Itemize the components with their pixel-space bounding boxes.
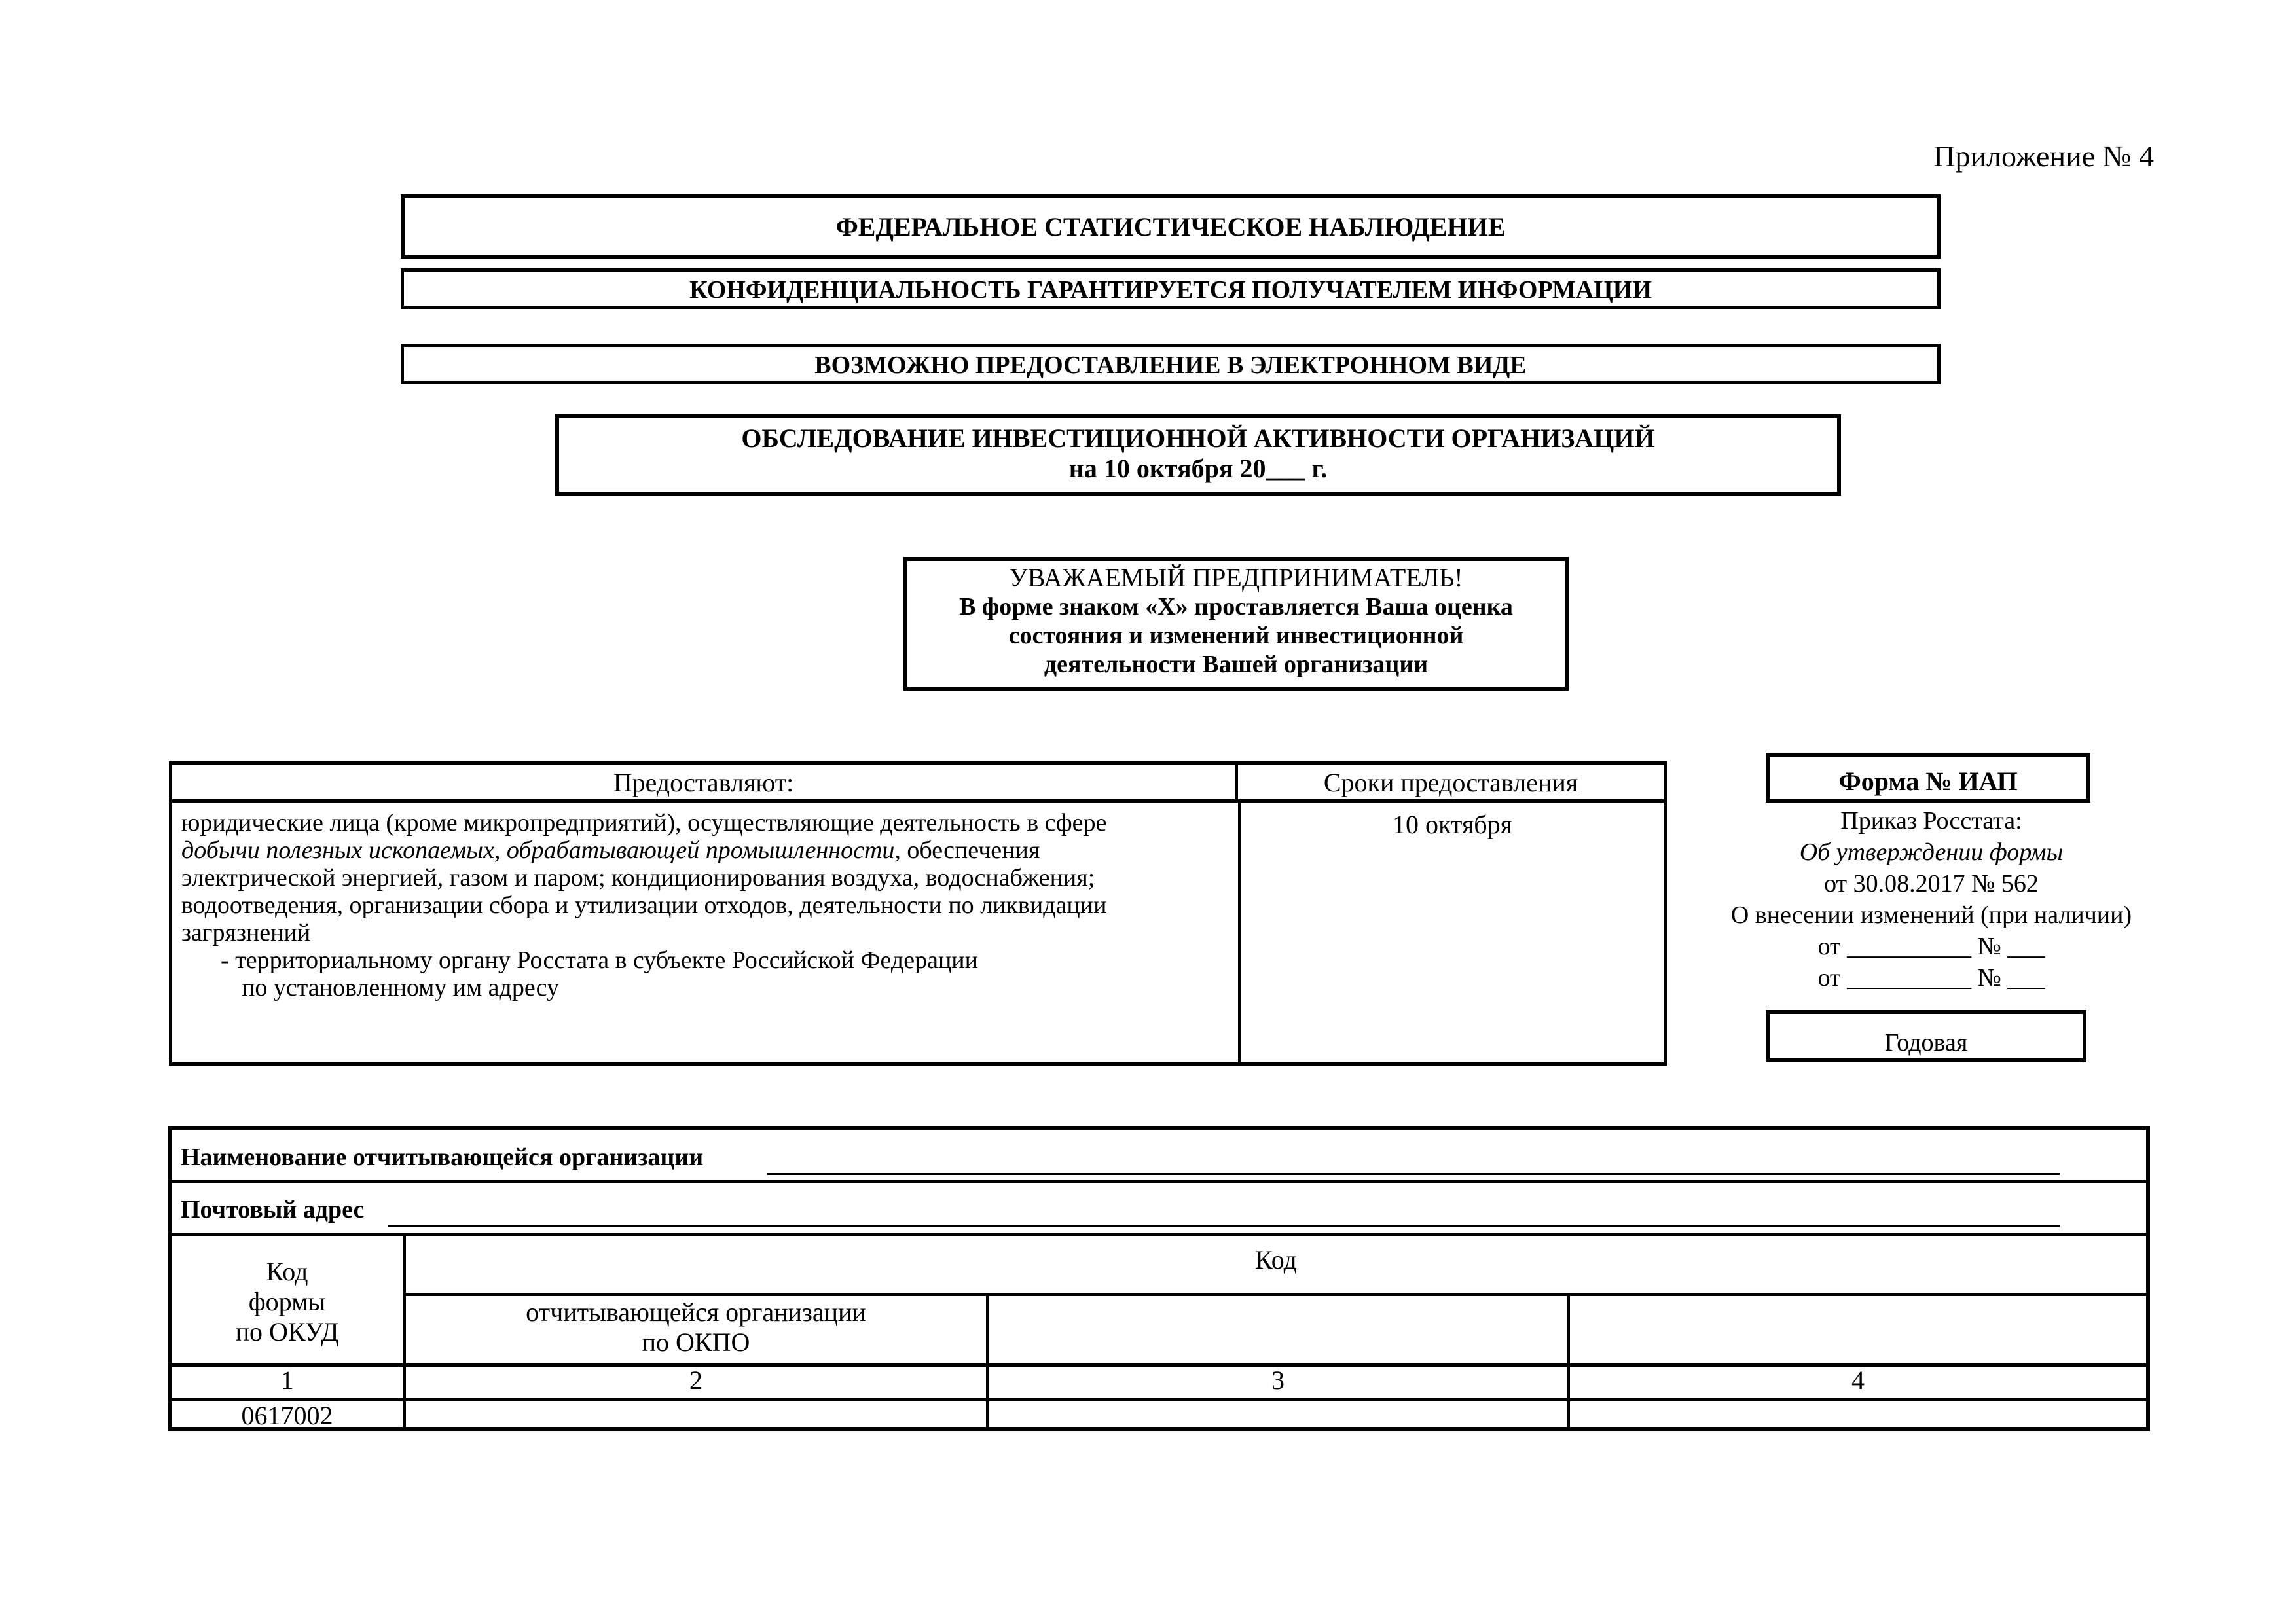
deadline-header: Сроки предоставления <box>1238 765 1664 803</box>
activity-italic: добычи полезных ископаемых, обрабатывающ… <box>181 837 901 864</box>
address-label: Почтовый адрес <box>181 1196 365 1223</box>
approval-label: Об утверждении формы <box>1799 839 2064 866</box>
row-divider <box>406 1293 2146 1296</box>
organization-table: Наименование отчитывающейся организации … <box>168 1126 2150 1431</box>
submitters-fragment: обеспечения <box>900 837 1040 864</box>
deadline-value: 10 октября <box>1392 810 1512 839</box>
submitters-header: Предоставляют: <box>172 765 1238 803</box>
okpo-header-line: отчитывающейся организации <box>526 1297 866 1327</box>
submitters-line: добычи полезных ископаемых, обрабатывающ… <box>181 837 1229 864</box>
okud-code-value: 0617002 <box>241 1401 333 1430</box>
appendix-number: Приложение № 4 <box>1933 139 2154 173</box>
code-field-4[interactable] <box>1570 1401 2146 1427</box>
col-divider <box>403 1233 406 1427</box>
column-number: 1 <box>280 1365 294 1395</box>
notice-title: УВАЖАЕМЫЙ ПРЕДПРИНИМАТЕЛЬ! <box>1009 563 1463 592</box>
recipient-line: - территориальному органу Росстата в суб… <box>221 947 978 974</box>
code-field-3[interactable] <box>989 1401 1567 1427</box>
submission-table: Предоставляют: Сроки предоставления юрид… <box>169 761 1667 1066</box>
col-divider <box>1567 1293 1570 1427</box>
row-divider <box>172 1398 2146 1401</box>
org-name-field[interactable] <box>767 1173 2060 1175</box>
okpo-code-field[interactable] <box>406 1401 986 1427</box>
changes-blank-field[interactable]: от __________ № ___ <box>1817 964 2045 992</box>
periodicity-box: Годовая <box>1766 1010 2086 1062</box>
column-number: 2 <box>689 1365 702 1395</box>
submitters-line: юридические лица (кроме микропредприятий… <box>181 809 1107 837</box>
row-divider <box>172 1233 2146 1236</box>
changes-label: О внесении изменений (при наличии) <box>1730 901 2132 929</box>
submitters-line: водоотведения, организации сбора и утили… <box>181 892 1107 919</box>
survey-title-box: ОБСЛЕДОВАНИЕ ИНВЕСТИЦИОННОЙ АКТИВНОСТИ О… <box>555 414 1841 496</box>
col-divider <box>986 1293 989 1427</box>
address-field[interactable] <box>388 1225 2060 1227</box>
order-label: Приказ Росстата: <box>1840 807 2022 835</box>
submitters-line: загрязнений <box>181 919 311 947</box>
okud-header-line: формы <box>248 1287 326 1316</box>
confidentiality-banner: КОНФИДЕНЦИАЛЬНОСТЬ ГАРАНТИРУЕТСЯ ПОЛУЧАТ… <box>401 268 1941 309</box>
electronic-submission-banner: ВОЗМОЖНО ПРЕДОСТАВЛЕНИЕ В ЭЛЕКТРОННОМ ВИ… <box>401 344 1941 384</box>
form-number-box: Форма № ИАП <box>1766 753 2090 803</box>
notice-line: деятельности Вашей организации <box>1044 651 1429 678</box>
okud-header: Код формы по ОКУД <box>172 1257 403 1347</box>
submitters-line: электрической энергией, газом и паром; к… <box>181 864 1095 892</box>
okpo-header-line: по ОКПО <box>642 1327 750 1357</box>
survey-title: ОБСЛЕДОВАНИЕ ИНВЕСТИЦИОННОЙ АКТИВНОСТИ О… <box>741 424 1655 453</box>
row-divider <box>172 1180 2146 1183</box>
okpo-header: отчитывающейся организации по ОКПО <box>406 1297 986 1358</box>
column-number: 4 <box>1851 1365 1865 1395</box>
org-name-label: Наименование отчитывающейся организации <box>181 1144 704 1171</box>
changes-blank-field[interactable]: от __________ № ___ <box>1817 933 2045 960</box>
okud-header-line: по ОКУД <box>235 1317 339 1346</box>
notice-line: В форме знаком «X» проставляется Ваша оц… <box>959 593 1513 621</box>
submitters-text: юридические лица (кроме микропредприятий… <box>181 809 1229 1001</box>
form-approval-info: Приказ Росстата: Об утверждении формы от… <box>1683 805 2180 994</box>
notice-box: УВАЖАЕМЫЙ ПРЕДПРИНИМАТЕЛЬ! В форме знако… <box>903 557 1569 691</box>
federal-observation-banner: ФЕДЕРАЛЬНОЕ СТАТИСТИЧЕСКОЕ НАБЛЮДЕНИЕ <box>401 194 1941 259</box>
survey-date: на 10 октября 20___ г. <box>1068 454 1328 483</box>
okud-header-line: Код <box>266 1257 308 1286</box>
recipient-line: по установленному им адресу <box>242 974 560 1001</box>
table-divider <box>1238 803 1241 1062</box>
approval-date: от 30.08.2017 № 562 <box>1824 870 2039 897</box>
notice-line: состояния и изменений инвестиционной <box>1008 622 1464 649</box>
row-divider <box>172 1363 2146 1367</box>
column-number: 3 <box>1271 1365 1285 1395</box>
code-header: Код <box>1255 1245 1297 1274</box>
